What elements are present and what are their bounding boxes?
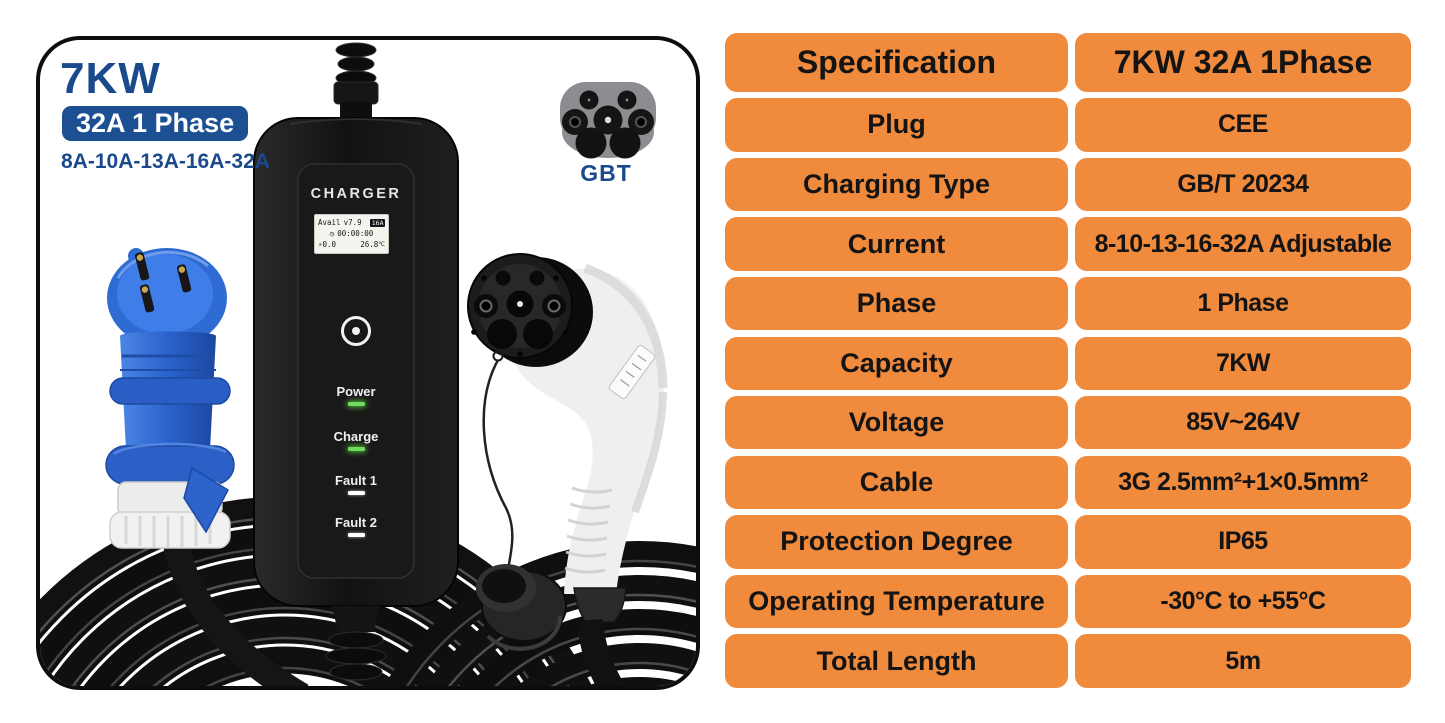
charging-gun xyxy=(467,253,668,686)
cap-tether xyxy=(482,359,514,581)
led-charge-label: Charge xyxy=(333,429,379,444)
spec-value-cell: 5m xyxy=(1075,634,1411,688)
led-power: Power xyxy=(297,384,415,406)
led-fault1-indicator xyxy=(347,491,365,495)
plug-pins xyxy=(134,252,192,313)
led-power-label: Power xyxy=(336,384,376,399)
cee-plug xyxy=(105,248,235,549)
spec-value-cell: 7KW xyxy=(1075,336,1411,390)
lcd-temperature-unit: ℃ xyxy=(378,241,385,248)
spec-label-cell: Current xyxy=(725,217,1068,271)
spec-value-cell: GB/T 20234 xyxy=(1075,157,1411,212)
spec-label-cell: Protection Degree xyxy=(725,515,1068,569)
dust-cap xyxy=(476,564,567,651)
lcd-timer: 00:00:00 xyxy=(337,229,374,238)
spec-header-model: 7KW 32A 1Phase xyxy=(1075,33,1411,92)
spec-value-cell: 1 Phase xyxy=(1075,276,1411,331)
charger-brand-label: CHARGER xyxy=(310,186,402,202)
power-rating-label: 7KW xyxy=(60,54,161,103)
product-illustration xyxy=(40,42,696,686)
led-fault2-indicator xyxy=(347,533,365,537)
specification-table: Specification 7KW 32A 1Phase Plug CEE Ch… xyxy=(725,33,1411,688)
spec-label-cell: Cable xyxy=(725,455,1068,510)
led-fault1: Fault 1 xyxy=(297,473,415,495)
plug-cable xyxy=(162,537,309,686)
bolt-icon: ⚡ xyxy=(318,240,323,249)
spec-header-title: Specification xyxy=(725,33,1068,92)
spec-value-cell: CEE xyxy=(1075,98,1411,152)
spec-label-cell: Plug xyxy=(725,98,1068,152)
spec-label-cell: Capacity xyxy=(725,336,1068,390)
power-button-dot xyxy=(352,327,360,335)
current-range-label: 8A-10A-13A-16A-32A xyxy=(61,150,270,173)
gun-cable xyxy=(577,618,626,686)
led-charge: Charge xyxy=(297,429,415,451)
spec-value-cell: -30°C to +55°C xyxy=(1075,574,1411,629)
spec-value-cell: 8-10-13-16-32A Adjustable xyxy=(1075,217,1411,271)
charger-box xyxy=(253,42,459,681)
spec-label-cell: Operating Temperature xyxy=(725,574,1068,629)
spec-label-cell: Phase xyxy=(725,276,1068,331)
product-photo-panel: 7KW 32A 1 Phase 8A-10A-13A-16A-32A GBT C… xyxy=(36,36,700,690)
spec-value-cell: 3G 2.5mm²+1×0.5mm² xyxy=(1075,455,1411,510)
gbt-connector-label: GBT xyxy=(580,160,632,186)
led-fault2: Fault 2 xyxy=(297,515,415,537)
lcd-status: Avail xyxy=(318,218,341,227)
lcd-current-badge: 16A xyxy=(370,218,385,227)
led-fault1-label: Fault 1 xyxy=(335,473,377,488)
led-power-indicator xyxy=(347,402,365,406)
lcd-energy: 0.0 xyxy=(322,240,337,249)
led-fault2-label: Fault 2 xyxy=(335,515,377,530)
gun-label xyxy=(608,344,656,400)
spec-label-cell: Total Length xyxy=(725,634,1068,688)
clock-icon: ◷ xyxy=(329,229,335,238)
lcd-firmware-version: v7.9 xyxy=(343,218,362,227)
current-phase-badge: 32A 1 Phase xyxy=(62,106,249,141)
lcd-temperature: 26.8 xyxy=(360,240,379,249)
spec-label-cell: Voltage xyxy=(725,396,1068,450)
charger-lcd-display: Avail v7.9 16A ◷ 00:00:00 ⚡ 0.0 26.8 ℃ xyxy=(314,214,389,254)
led-charge-indicator xyxy=(347,447,365,451)
charger-power-button xyxy=(341,316,371,346)
spec-value-cell: IP65 xyxy=(1075,515,1411,569)
spec-label-cell: Charging Type xyxy=(725,157,1068,212)
spec-value-cell: 85V~264V xyxy=(1075,396,1411,450)
gbt-connector-icon xyxy=(560,82,656,159)
